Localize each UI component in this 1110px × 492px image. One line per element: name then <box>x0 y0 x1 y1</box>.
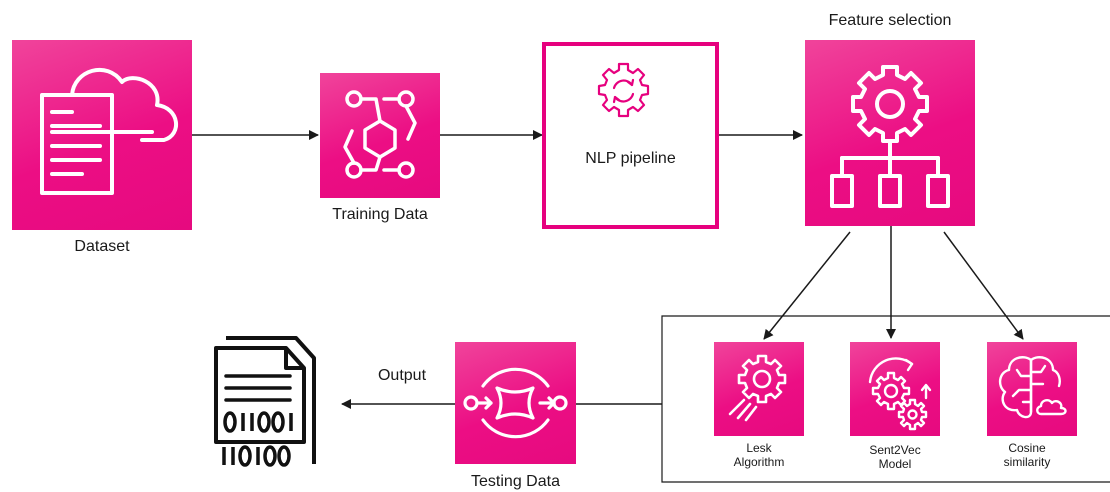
gear-speed-icon <box>728 354 787 422</box>
hexagon-network-icon <box>343 90 417 179</box>
dataset-node <box>12 40 192 230</box>
lesk-label-line1: Lesk <box>746 441 772 455</box>
cosine-similarity-node <box>987 342 1077 436</box>
cosine-label: Cosine similarity <box>982 441 1072 469</box>
sent2vec-label-line1: Sent2Vec <box>869 443 921 457</box>
merge-arrows-icon <box>463 367 568 439</box>
gears-cycle-icon <box>868 357 932 431</box>
lesk-label-line2: Algorithm <box>733 455 785 469</box>
arrow-feature-to-cosine <box>943 231 1024 340</box>
gear-sync-icon <box>597 62 650 118</box>
cloud-document-icon <box>40 67 179 195</box>
arrow-feature-to-lesk <box>763 231 851 340</box>
sent2vec-label-line2: Model <box>878 457 912 471</box>
gear-hierarchy-icon <box>830 65 950 208</box>
sent2vec-label: Sent2Vec Model <box>850 443 940 471</box>
nlp-pipeline-label: NLP pipeline <box>585 150 676 167</box>
lesk-algorithm-node <box>714 342 804 436</box>
lesk-label: Lesk Algorithm <box>714 441 804 469</box>
testing-data-node <box>455 342 576 464</box>
training-data-label: Training Data <box>332 206 428 223</box>
binary-document-icon <box>214 336 316 467</box>
output-label: Output <box>377 367 427 384</box>
feature-selection-label: Feature selection <box>828 12 952 29</box>
training-data-node <box>320 73 440 198</box>
cosine-label-line2: similarity <box>1003 455 1051 469</box>
brain-cloud-icon <box>998 356 1067 419</box>
sent2vec-model-node <box>850 342 940 436</box>
testing-data-label: Testing Data <box>471 473 560 490</box>
cosine-label-line1: Cosine <box>1008 441 1046 455</box>
nlp-pipeline-node: NLP pipeline <box>542 42 719 229</box>
dataset-label: Dataset <box>74 238 130 255</box>
feature-selection-node <box>805 40 975 226</box>
